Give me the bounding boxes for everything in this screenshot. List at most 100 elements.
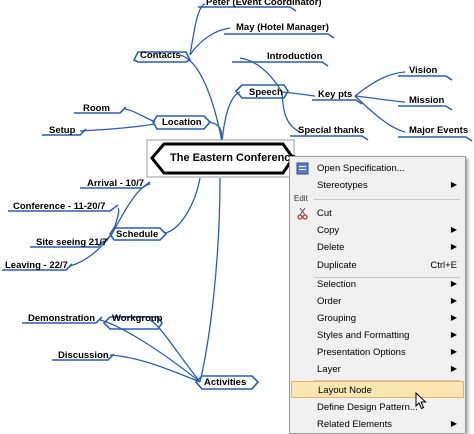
branch-mission [354,95,406,103]
topic-conference[interactable]: Conference - 11-20/7 [13,201,106,212]
topic-special-thanks[interactable]: Special thanks [298,125,365,136]
menu-separator [314,380,460,381]
topic-arrival[interactable]: Arrival - 10/7 [87,178,145,189]
menu-label: Define Design Pattern... [317,402,418,413]
branch-special-thanks [281,91,301,133]
topic-activities[interactable]: Activities [204,377,247,388]
menu-layer[interactable]: Layer ▶ [290,361,465,378]
branch-peter [189,3,206,56]
menu-cut[interactable]: Cut [290,205,465,222]
menu-group-edit: Edit [294,194,308,203]
menu-label: Order [317,296,342,307]
branch-demonstration [99,319,201,383]
menu-label: Presentation Options [317,347,406,358]
branch-arrival [111,183,151,235]
menu-stereotypes[interactable]: Stereotypes ▶ [290,177,465,194]
branch-room [124,108,156,123]
menu-separator [314,277,460,278]
underline-vision [398,75,453,81]
menu-duplicate[interactable]: Duplicate Ctrl+E [290,257,465,274]
menu-label: Layer [317,364,341,375]
menu-label: Open Specification... [317,163,405,174]
underline-leaving [2,263,73,271]
underline-conference [8,204,119,212]
mouse-pointer-icon [415,391,427,415]
submenu-arrow-icon: ▶ [450,279,457,288]
topic-discussion[interactable]: Discussion [58,350,109,361]
context-menu: Open Specification... Stereotypes ▶ Edit… [289,156,466,434]
topic-location[interactable]: Location [162,117,202,128]
submenu-arrow-icon: ▶ [450,330,457,339]
underline-activities [194,375,260,390]
topic-leaving[interactable]: Leaving - 22/7 [5,260,68,271]
submenu-arrow-icon: ▶ [450,313,457,322]
branch-setup [79,123,156,132]
topic-may[interactable]: May (Hotel Manager) [236,22,329,33]
topic-key-pts[interactable]: Key pts [318,89,353,100]
menu-layout-node[interactable]: Layout Node [291,381,464,398]
menu-grouping[interactable]: Grouping ▶ [290,310,465,327]
branch-activities [199,177,221,383]
branch-workgroup [149,319,201,383]
submenu-arrow-icon: ▶ [450,347,457,356]
underline-contacts [132,51,192,63]
topic-speech[interactable]: Speech [249,87,283,98]
submenu-arrow-icon: ▶ [450,225,457,234]
underline-site-seeing [30,240,105,248]
topic-workgroup[interactable]: Workgroup [112,313,163,324]
submenu-arrow-icon: ▶ [450,180,457,189]
underline-setup [42,128,87,136]
scissors-icon [296,207,309,220]
underline-location [152,115,212,130]
branch-leaving [69,233,113,267]
menu-define-design-pattern[interactable]: Define Design Pattern... [290,399,465,416]
menu-order[interactable]: Order ▶ [290,293,465,310]
branch-discussion [109,354,201,383]
menu-label: Selection [317,279,357,290]
topic-mission[interactable]: Mission [409,95,445,106]
topic-site-seeing[interactable]: Site seeing 21/7 [36,237,108,248]
topic-room[interactable]: Room [83,103,110,114]
menu-shortcut: Ctrl+E [430,260,457,271]
topic-demonstration[interactable]: Demonstration [28,313,96,324]
menu-label: Cut [317,208,332,219]
topic-contacts[interactable]: Contacts [140,50,181,61]
submenu-arrow-icon: ▶ [450,242,457,251]
topic-setup[interactable]: Setup [49,125,76,136]
topic-major-events[interactable]: Major Events [409,125,469,136]
underline-mission [398,105,453,111]
menu-related-elements[interactable]: Related Elements ▶ [290,416,465,433]
branch-vision [354,71,406,97]
submenu-arrow-icon: ▶ [450,296,457,305]
topic-schedule[interactable]: Schedule [116,229,159,240]
underline-schedule [109,227,168,241]
submenu-arrow-icon: ▶ [450,364,457,373]
branch-contacts [179,54,223,143]
branch-key-pts [281,91,316,97]
menu-styles-formatting[interactable]: Styles and Formatting ▶ [290,327,465,344]
menu-selection[interactable]: Selection ▶ [290,276,465,293]
branch-may [189,27,231,56]
topic-vision[interactable]: Vision [409,65,438,76]
menu-label: Duplicate [317,260,357,271]
topic-peter[interactable]: Peter (Event Coordinator) [206,0,322,8]
underline-speech [234,84,289,99]
menu-separator [314,199,460,200]
topic-introduction[interactable]: Introduction [267,51,323,62]
underline-may [224,33,335,39]
menu-delete[interactable]: Delete ▶ [290,239,465,256]
central-topic-label: The Eastern Conference [170,152,297,164]
underline-discussion [52,353,115,361]
underline-key-pts [312,99,363,105]
underline-major-events [398,136,473,142]
menu-open-specification[interactable]: Open Specification... [290,160,465,177]
menu-label: Related Elements [317,419,392,430]
underline-introduction [232,61,329,67]
underline-special-thanks [290,135,369,141]
underline-arrival [80,181,151,189]
menu-copy[interactable]: Copy ▶ [290,222,465,239]
menu-presentation-options[interactable]: Presentation Options ▶ [290,344,465,361]
branch-speech [221,91,241,143]
submenu-arrow-icon: ▶ [450,419,457,428]
branch-schedule [164,177,201,234]
